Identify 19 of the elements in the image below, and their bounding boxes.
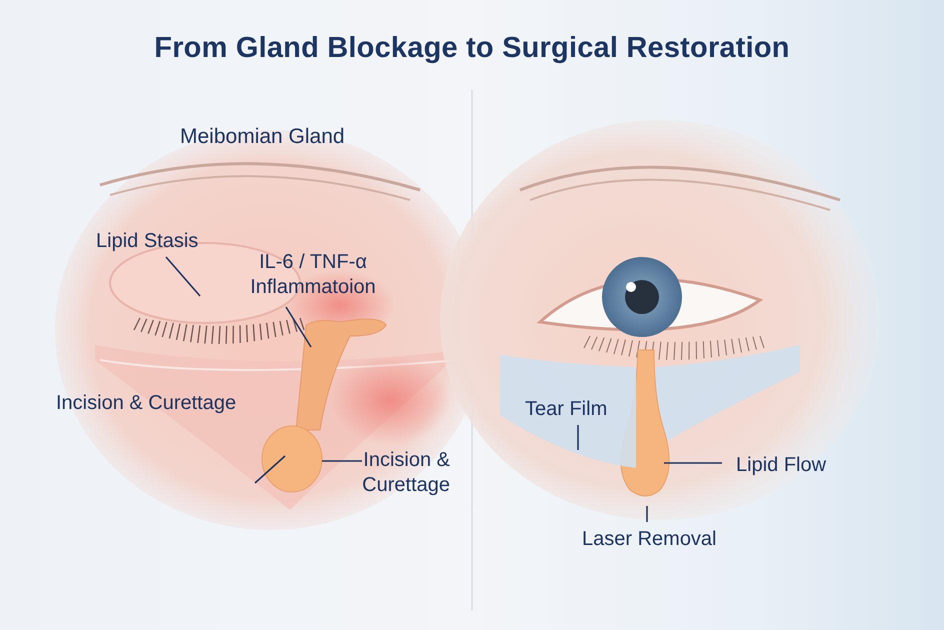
callout-label: Lipid Stasis [96, 228, 236, 254]
callout-label: Tear Film [525, 396, 635, 422]
leader-line [646, 506, 648, 522]
tear-film-layer [500, 355, 636, 468]
gland-bulb [262, 426, 322, 492]
callout-label: Incision & Curettage [340, 448, 450, 498]
gland-duct [296, 318, 386, 430]
leader-line [664, 462, 722, 464]
leader-line [254, 455, 286, 484]
leader-line [285, 306, 312, 348]
callout-label: Laser Removal [582, 526, 752, 552]
callout-label: Lipid Flow [736, 452, 856, 478]
callout-label: Incision & Curettage [56, 390, 296, 416]
part-label: Meibomian Gland [180, 125, 345, 149]
callout-label: IL-6 / TNF-α Inflammatoion [238, 250, 388, 300]
leader-line [165, 256, 201, 297]
leader-line [322, 460, 362, 462]
leader-line [577, 425, 579, 450]
diagram-title: From Gland Blockage to Surgical Restoration [153, 32, 791, 65]
